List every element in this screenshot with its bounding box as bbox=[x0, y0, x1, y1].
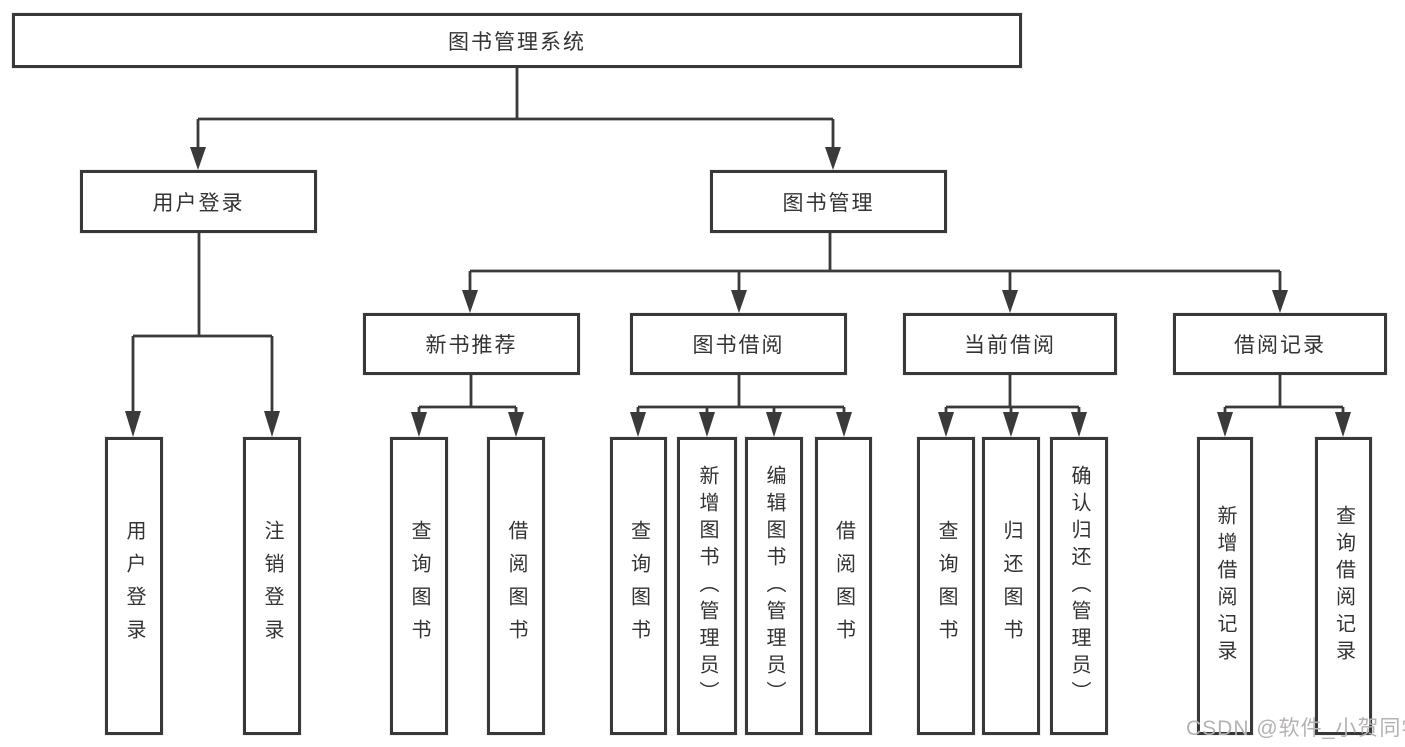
connector-current-children bbox=[938, 375, 1087, 437]
leaf-borrow-books: 借阅图书 bbox=[815, 437, 872, 735]
leaf-search-borrow-record: 查询借阅记录 bbox=[1315, 437, 1372, 735]
node-user-login-label: 用户登录 bbox=[152, 191, 245, 215]
connector-root-to-level2 bbox=[190, 68, 841, 170]
arrowhead-user-login bbox=[190, 147, 206, 170]
leaf-user-login: 用户登录 bbox=[105, 437, 163, 735]
connector-book-management-children bbox=[462, 233, 1288, 313]
leaf-return-books: 归还图书 bbox=[982, 437, 1040, 735]
node-root-library-system: 图书管理系统 bbox=[12, 13, 1022, 68]
node-new-book-recommendation: 新书推荐 bbox=[363, 313, 580, 375]
arrowhead-book-management bbox=[825, 147, 841, 170]
arrowhead-login-leaf bbox=[125, 411, 141, 437]
node-book-borrowing-label: 图书借阅 bbox=[692, 334, 785, 357]
connector-user-login-children bbox=[125, 233, 280, 437]
arrowhead-new-book-rec bbox=[462, 290, 478, 313]
node-root-label: 图书管理系统 bbox=[448, 30, 586, 54]
node-book-management-label: 图书管理 bbox=[782, 191, 875, 215]
leaf-search-books-current: 查询图书 bbox=[917, 437, 975, 735]
node-current-borrowing: 当前借阅 bbox=[903, 313, 1117, 375]
leaf-edit-books-admin: 编辑图书（管理员） bbox=[745, 437, 803, 735]
node-new-book-recommendation-label: 新书推荐 bbox=[425, 334, 518, 357]
leaf-search-books-borrow: 查询图书 bbox=[610, 437, 667, 735]
leaf-confirm-return-admin: 确认归还（管理员） bbox=[1050, 437, 1108, 735]
leaf-borrow-books-rec: 借阅图书 bbox=[487, 437, 545, 735]
leaf-logout: 注销登录 bbox=[243, 437, 301, 735]
arrowhead-borrow-records bbox=[1272, 290, 1288, 313]
leaf-add-books-admin: 新增图书（管理员） bbox=[677, 437, 737, 735]
leaf-search-books-rec: 查询图书 bbox=[390, 437, 448, 735]
node-user-login: 用户登录 bbox=[80, 170, 317, 233]
node-borrowing-records: 借阅记录 bbox=[1173, 313, 1387, 375]
leaf-add-borrow-record: 新增借阅记录 bbox=[1197, 437, 1253, 735]
node-book-borrowing: 图书借阅 bbox=[630, 313, 847, 375]
node-borrowing-records-label: 借阅记录 bbox=[1234, 334, 1326, 357]
node-book-management: 图书管理 bbox=[710, 170, 947, 233]
arrowhead-book-borrow bbox=[731, 290, 747, 313]
node-current-borrowing-label: 当前借阅 bbox=[964, 334, 1056, 357]
csdn-watermark: CSDN @软件_小贺同学 bbox=[1186, 717, 1405, 740]
arrowhead-current-borrow bbox=[1002, 290, 1018, 313]
connector-new-book-children bbox=[411, 375, 524, 437]
connector-borrow-children bbox=[630, 375, 852, 437]
arrowhead-logout-leaf bbox=[264, 411, 280, 437]
connector-records-children bbox=[1217, 375, 1351, 437]
